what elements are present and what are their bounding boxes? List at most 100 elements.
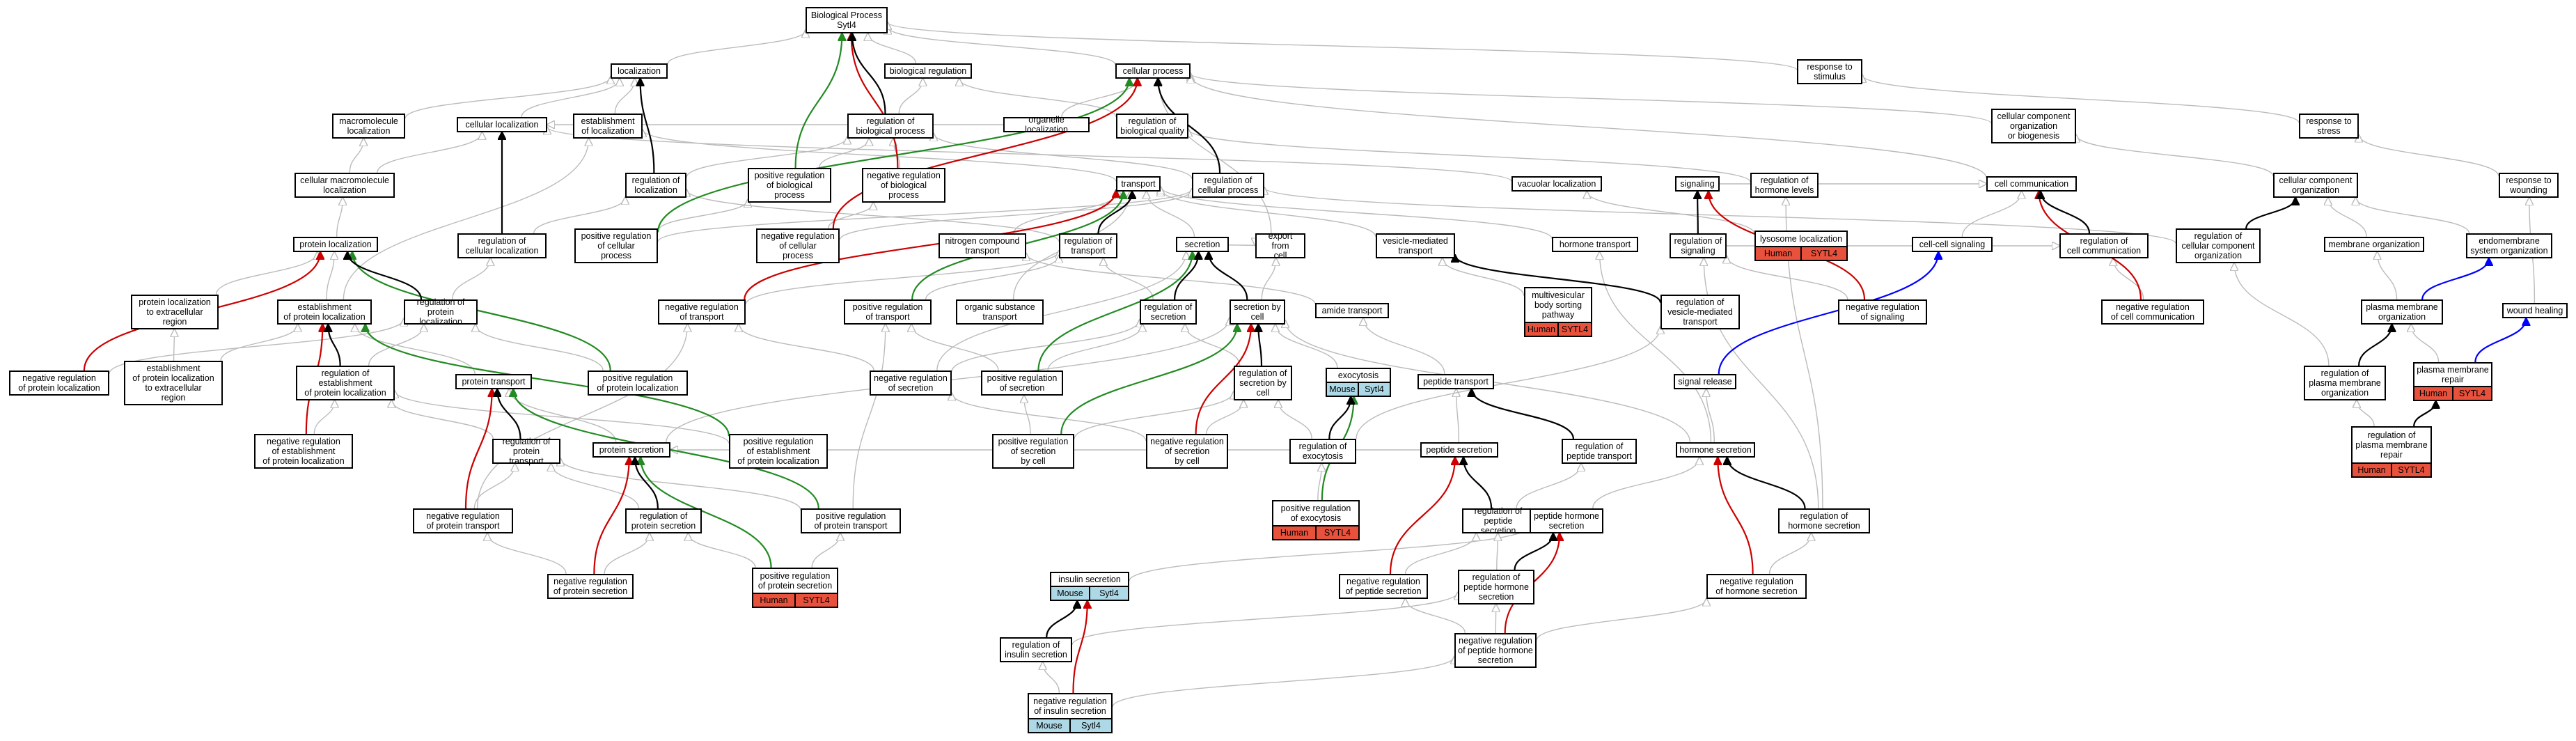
go-term-pos-reg-estab-prot-loc[interactable]: positive regulation of establishment of … [729,434,828,469]
go-term-reg-sec-by-cell[interactable]: regulation of secretion by cell [1234,366,1292,400]
go-term-secretion[interactable]: secretion [1176,237,1229,252]
go-term-neg-reg-cell-comm[interactable]: negative regulation of cell communicatio… [2101,299,2204,325]
go-term-macro-loc[interactable]: macromolecule localization [332,114,405,139]
go-term-amide-transport[interactable]: amide transport [1315,303,1389,318]
go-term-signal-release[interactable]: signal release [1674,374,1736,389]
go-term-reg-signaling[interactable]: regulation of signaling [1670,233,1727,258]
go-term-estab-prot-loc-extra[interactable]: establishment of protein localization to… [124,361,223,405]
go-term-prot-transport[interactable]: protein transport [455,374,532,389]
go-term-neg-reg-bp[interactable]: negative regulation of biological proces… [862,168,945,203]
go-term-resp-stress[interactable]: response to stress [2299,114,2359,139]
go-term-transport[interactable]: transport [1116,176,1161,192]
go-term-pos-reg-sec-by-cell[interactable]: positive regulation of secretion by cell [992,434,1074,469]
go-term-cell-loc[interactable]: cellular localization [457,117,547,132]
go-term-pos-reg-prot-loc[interactable]: positive regulation of protein localizat… [588,370,688,396]
go-term-neg-reg-secretion[interactable]: negative regulation of secretion [870,370,952,396]
go-term-loc[interactable]: localization [611,63,668,79]
go-term-reg-transport[interactable]: regulation of transport [1059,233,1117,258]
go-term-estab-prot-loc[interactable]: establishment of protein localization [277,299,372,325]
go-term-reg-peptide-transport[interactable]: regulation of peptide transport [1562,439,1637,464]
go-term-pos-reg-prot-secretion[interactable]: positive regulation of protein secretion… [752,568,838,608]
go-term-bp[interactable]: Biological Process Sytl4 [806,7,888,33]
go-term-reg-hormone-secretion[interactable]: regulation of hormone secretion [1778,508,1870,533]
go-term-reg-prot-transport[interactable]: regulation of protein transport [492,437,560,466]
go-term-cellproc[interactable]: cellular process [1115,63,1191,79]
go-term-reg-insulin-secretion[interactable]: regulation of insulin secretion [1000,637,1072,662]
go-term-wound-heal[interactable]: wound healing [2502,303,2568,318]
go-term-prot-secretion[interactable]: protein secretion [592,442,670,458]
go-term-reg-cc-org[interactable]: regulation of cellular component organiz… [2176,228,2261,263]
go-term-sec-by-cell[interactable]: secretion by cell [1230,299,1285,325]
go-term-reg-cell-loc[interactable]: regulation of cellular localization [457,233,547,258]
go-term-reg-peptide-secretion[interactable]: regulation of peptide secretion [1462,506,1534,536]
go-term-label: regulation of cellular process [1197,176,1259,195]
go-term-reg-horm-lvl[interactable]: regulation of hormone levels [1750,173,1819,198]
go-term-neg-reg-transport[interactable]: negative regulation of transport [658,299,746,325]
go-term-reg-ves-transport[interactable]: regulation of vesicle-mediated transport [1660,295,1740,329]
go-term-neg-reg-pep-secretion[interactable]: negative regulation of peptide secretion [1339,574,1428,599]
go-term-export-cell[interactable]: export from cell [1255,231,1305,260]
go-term-reg-cp[interactable]: regulation of cellular process [1192,173,1264,198]
go-term-reg-pep-horm-secretion[interactable]: regulation of peptide hormone secretion [1458,570,1534,604]
go-term-neg-reg-prot-transport[interactable]: negative regulation of protein transport [413,508,513,533]
go-term-resp-wound[interactable]: response to wounding [2499,173,2559,198]
go-term-hormone-transport[interactable]: hormone transport [1552,237,1638,252]
edge-default [509,389,617,443]
go-term-reg-loc[interactable]: regulation of localization [625,173,686,198]
go-term-neg-reg-cp[interactable]: negative regulation of cellular process [756,228,840,263]
go-term-reg-exocytosis[interactable]: regulation of exocytosis [1289,439,1356,464]
go-term-bioreg[interactable]: biological regulation [884,63,972,79]
go-term-cc-signaling[interactable]: cell-cell signaling [1912,237,1993,252]
go-term-pos-reg-secretion[interactable]: positive regulation of secretion [981,370,1063,396]
go-term-nitro-transport[interactable]: nitrogen compound transport [938,233,1026,258]
go-term-pos-reg-cp[interactable]: positive regulation of cellular process [574,228,658,263]
go-term-reg-prot-loc[interactable]: regulation of protein localization [404,297,478,327]
go-term-pos-reg-transport[interactable]: positive regulation of transport [844,299,932,325]
go-term-vesicle-transport[interactable]: vesicle-mediated transport [1376,233,1455,258]
go-term-pep-hormone-secretion[interactable]: peptide hormone secretion [1530,508,1603,533]
go-term-cmm-loc[interactable]: cellular macromolecule localization [294,173,395,198]
go-term-reg-bp[interactable]: regulation of biological process [847,114,934,139]
go-term-org-loc[interactable]: organelle localization [1003,115,1090,134]
go-term-reg-estab-prot-loc[interactable]: regulation of establishment of protein l… [296,366,395,400]
go-term-prot-loc-extra[interactable]: protein localization to extracellular re… [131,295,219,329]
go-term-hormone-secretion[interactable]: hormone secretion [1676,442,1755,458]
go-term-cell-comm[interactable]: cell communication [1986,176,2077,192]
go-term-neg-reg-prot-loc[interactable]: negative regulation of protein localizat… [9,370,109,396]
go-term-org-sub-transport[interactable]: organic substance transport [956,299,1044,325]
go-term-pm-org[interactable]: plasma membrane organization [2361,299,2443,325]
go-term-endo-org[interactable]: endomembrane system organization [2466,233,2552,258]
go-term-neg-reg-sec-by-cell[interactable]: negative regulation of secretion by cell [1146,434,1228,469]
go-term-vac-loc[interactable]: vacuolar localization [1511,176,1602,192]
go-term-peptide-secretion[interactable]: peptide secretion [1420,442,1498,458]
go-term-resp-stim[interactable]: response to stimulus [1797,59,1862,84]
go-term-reg-prot-secretion[interactable]: regulation of protein secretion [625,508,702,533]
go-term-mem-org[interactable]: membrane organization [2324,237,2424,252]
go-term-reg-pm-org[interactable]: regulation of plasma membrane organizati… [2304,366,2386,400]
go-term-signaling[interactable]: signaling [1675,176,1720,192]
go-term-neg-reg-prot-secretion[interactable]: negative regulation of protein secretion [547,574,634,599]
go-term-reg-bq[interactable]: regulation of biological quality [1116,114,1188,139]
go-term-pos-reg-bp[interactable]: positive regulation of biological proces… [748,168,831,203]
go-term-reg-secretion[interactable]: regulation of secretion [1140,299,1197,325]
go-term-pos-reg-prot-transport[interactable]: positive regulation of protein transport [801,508,901,533]
go-term-neg-reg-signaling[interactable]: negative regulation of signaling [1838,299,1927,325]
go-term-ccob[interactable]: cellular component organization or bioge… [1991,109,2076,143]
go-term-neg-reg-hormone-secretion[interactable]: negative regulation of hormone secretion [1706,574,1807,599]
go-term-reg-cell-comm[interactable]: regulation of cell communication [2059,233,2149,258]
go-term-cc-org[interactable]: cellular component organization [2273,173,2358,198]
go-term-peptide-transport[interactable]: peptide transport [1417,374,1494,389]
go-term-estab-loc[interactable]: establishment of localization [573,114,643,139]
go-term-prot-loc[interactable]: protein localization [293,237,378,252]
go-term-neg-reg-estab-prot-loc[interactable]: negative regulation of establishment of … [254,434,353,469]
go-term-neg-reg-pep-horm-secretion[interactable]: negative regulation of peptide hormone s… [1454,633,1537,668]
go-term-neg-reg-insulin-secretion[interactable]: negative regulation of insulin secretion… [1028,693,1113,733]
